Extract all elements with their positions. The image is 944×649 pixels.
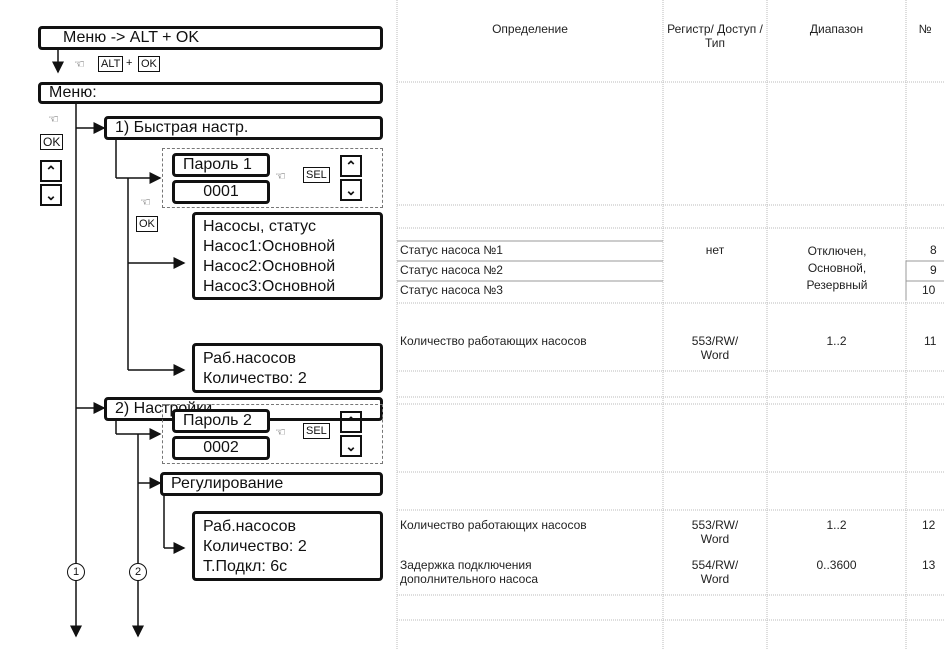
quick-setup-box[interactable]: 1) Быстрая настр. — [104, 116, 383, 140]
marker-1: 1 — [67, 563, 85, 581]
password2-label: Пароль 2 — [183, 412, 252, 429]
row-register-13: 554/RW/ Word — [691, 558, 739, 586]
nav-ok-key[interactable]: OK — [40, 134, 64, 150]
row-range-13: 0..3600 — [816, 558, 857, 572]
row-range-11: 1..2 — [826, 334, 847, 348]
menu-box: Меню: — [38, 82, 383, 104]
quick-setup-title: 1) Быстрая настр. — [115, 119, 249, 136]
password1-label-box: Пароль 1 — [172, 153, 270, 177]
pumps-status-line-3: Насос2:Основной — [203, 258, 336, 275]
work-pumps-2-line-2: Количество: 2 — [203, 538, 307, 555]
pwd2-down-icon[interactable]: ⌄ — [340, 435, 362, 457]
pumps-status-box: Насосы, статус Насос1:Основной Насос2:Ос… — [192, 212, 383, 300]
alt-key[interactable]: ALT — [98, 56, 124, 72]
password1-value: 0001 — [203, 183, 239, 200]
row-register-11: 553/RW/ Word — [691, 334, 739, 362]
work-pumps-2-line-1: Раб.насосов — [203, 518, 297, 535]
header-definition: Определение — [492, 22, 568, 36]
row-def-13: Задержка подключения дополнительного нас… — [400, 558, 539, 586]
row-def-11: Количество работающих насосов — [400, 334, 587, 348]
header-num: № — [918, 22, 932, 36]
ok-hand-icon: ☜ — [140, 195, 151, 209]
row-def-9: Статус насоса №2 — [400, 263, 503, 277]
status-range: Отключен, Основной, Резервный — [806, 244, 868, 292]
row-num-11: 11 — [924, 334, 937, 348]
nav-down-icon[interactable]: ⌄ — [40, 184, 62, 206]
sel-hand-icon-2: ☜ — [275, 425, 286, 439]
work-pumps-1-line-2: Количество: 2 — [203, 370, 307, 387]
row-num-10: 10 — [922, 283, 936, 297]
work-pumps-box-2: Раб.насосов Количество: 2 Т.Подкл: 6с — [192, 511, 383, 581]
row-def-12: Количество работающих насосов — [400, 518, 587, 532]
work-pumps-2-line-3: Т.Подкл: 6с — [203, 558, 288, 575]
row-def-10: Статус насоса №3 — [400, 283, 503, 297]
ok-key[interactable]: OK — [138, 56, 160, 72]
password1-area — [162, 148, 383, 208]
menu-path-box: Меню -> ALT + OK — [38, 26, 383, 50]
row-range-12: 1..2 — [826, 518, 847, 532]
status-register: нет — [705, 243, 725, 257]
password1-label: Пароль 1 — [183, 156, 252, 173]
confirm-ok-key[interactable]: OK — [136, 216, 158, 232]
pumps-status-line-1: Насосы, статус — [203, 218, 316, 235]
pumps-status-line-4: Насос3:Основной — [203, 278, 336, 295]
regulation-box[interactable]: Регулирование — [160, 472, 383, 496]
row-num-13: 13 — [922, 558, 936, 572]
password2-area — [162, 404, 383, 464]
pwd1-up-icon[interactable]: ⌃ — [340, 155, 362, 177]
nav-up-icon[interactable]: ⌃ — [40, 160, 62, 182]
row-def-8: Статус насоса №1 — [400, 243, 503, 257]
password2-value: 0002 — [203, 439, 239, 456]
plus-sign: + — [126, 57, 133, 69]
row-num-12: 12 — [922, 518, 936, 532]
sel-hand-icon: ☜ — [275, 169, 286, 183]
row-register-12: 553/RW/ Word — [691, 518, 739, 546]
row-num-9: 9 — [930, 263, 937, 277]
nav-hand-icon: ☜ — [48, 112, 59, 126]
password1-value-box[interactable]: 0001 — [172, 180, 270, 204]
password2-value-box[interactable]: 0002 — [172, 436, 270, 460]
menu-path-title: Меню -> ALT + OK — [63, 29, 200, 46]
work-pumps-1-line-1: Раб.насосов — [203, 350, 297, 367]
header-register: Регистр/ Доступ / Тип — [667, 22, 763, 50]
menu-title: Меню: — [49, 84, 97, 101]
pumps-status-line-2: Насос1:Основной — [203, 238, 336, 255]
regulation-title: Регулирование — [171, 475, 284, 492]
sel-key-2[interactable]: SEL — [303, 423, 330, 439]
header-range: Диапазон — [809, 22, 864, 36]
marker-2: 2 — [129, 563, 147, 581]
pwd2-up-icon[interactable]: ⌃ — [340, 411, 362, 433]
press-hand-icon: ☜ — [74, 57, 85, 71]
pwd1-down-icon[interactable]: ⌄ — [340, 179, 362, 201]
work-pumps-box-1: Раб.насосов Количество: 2 — [192, 343, 383, 393]
sel-key-1[interactable]: SEL — [303, 167, 330, 183]
row-num-8: 8 — [930, 243, 937, 257]
password2-label-box: Пароль 2 — [172, 409, 270, 433]
